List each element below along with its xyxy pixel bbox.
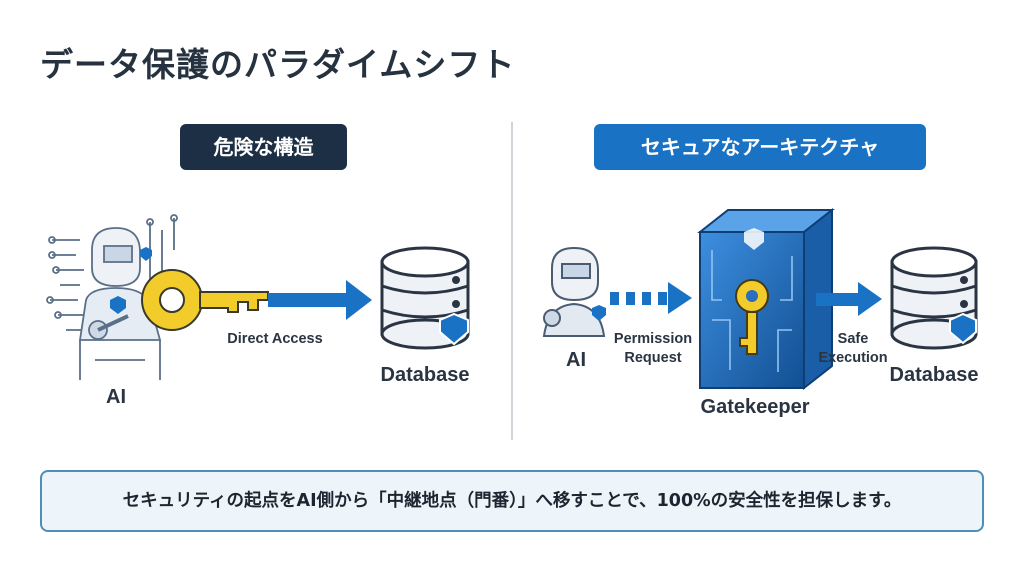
page-title: データ保護のパラダイムシフト xyxy=(40,45,516,84)
gatekeeper-label: Gatekeeper xyxy=(700,396,810,418)
summary-footer: セキュリティの起点をAI側から「中継地点（門番）」へ移すことで、100%の安全性… xyxy=(40,470,984,532)
permission-request-arrow xyxy=(610,282,692,314)
left-ai-label: AI xyxy=(106,386,126,408)
permission-request-label: Permission Request xyxy=(598,330,708,368)
right-database-label: Database xyxy=(889,364,979,386)
permission-request-line1: Permission xyxy=(613,331,693,347)
center-divider xyxy=(511,122,513,440)
safe-execution-arrow xyxy=(816,282,882,316)
direct-access-arrow xyxy=(268,280,372,320)
robot-icon-right xyxy=(542,246,606,337)
safe-execution-line2: Execution xyxy=(818,350,888,366)
database-icon-right xyxy=(890,246,978,350)
gatekeeper-vault-icon xyxy=(697,207,835,391)
key-icon xyxy=(141,269,269,331)
direct-access-label: Direct Access xyxy=(227,331,323,347)
dangerous-structure-badge: 危険な構造 xyxy=(180,124,347,170)
left-database-label: Database xyxy=(380,364,470,386)
right-ai-label: AI xyxy=(566,349,586,371)
permission-request-line2: Request xyxy=(624,350,682,366)
database-icon xyxy=(380,246,470,350)
safe-execution-label: Safe Execution xyxy=(812,330,894,368)
secure-architecture-badge: セキュアなアーキテクチャ xyxy=(594,124,926,170)
safe-execution-line1: Safe xyxy=(837,331,869,347)
